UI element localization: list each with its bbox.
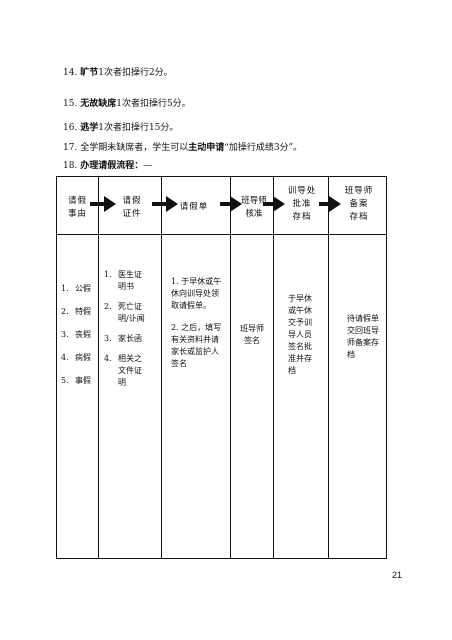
rule-14: 14. 旷节1次者扣操行2分。 bbox=[63, 68, 173, 78]
approve-cell: 班导师签名 bbox=[240, 324, 264, 345]
list-item: 4.病假 bbox=[61, 353, 91, 362]
header-tutor-approve: 班导师核准 bbox=[241, 196, 267, 219]
list-item: 2.死亡证明/讣闻 bbox=[104, 302, 145, 323]
header-discipline-archive: 训导处批准存档 bbox=[287, 186, 317, 222]
rule-16: 16. 逃学1次者扣操行15分。 bbox=[63, 123, 179, 133]
list-item: 1.医生证明书 bbox=[104, 270, 142, 291]
page-number: 21 bbox=[392, 570, 403, 580]
col-divider bbox=[273, 177, 274, 558]
col-divider bbox=[98, 177, 99, 558]
col-divider bbox=[230, 177, 231, 558]
flow-arrow-icon bbox=[152, 196, 178, 212]
list-item: 4.相关之文件证明 bbox=[104, 354, 142, 387]
list-item: 3.家长函 bbox=[104, 334, 142, 343]
header-divider bbox=[57, 234, 386, 235]
flow-arrow-icon bbox=[319, 196, 341, 212]
col-divider bbox=[328, 177, 329, 558]
list-item: 3.丧假 bbox=[61, 330, 91, 339]
record-cell: 待请假单交回班导师备案存档 bbox=[347, 314, 379, 359]
rule-17: 17. 全学期未缺席者，学生可以主动申请“加操行成绩3分”。 bbox=[63, 143, 303, 153]
reasons-cell: 1.公假 2.特假 3.丧假 4.病假 5.事假 bbox=[61, 283, 97, 387]
flow-arrow-icon bbox=[263, 196, 285, 212]
header-leave-document: 请假证件 bbox=[122, 196, 142, 219]
list-item: 1.公假 bbox=[61, 284, 91, 293]
form-step: 2. 之后，填写有关资料并请家长或监护人签名 bbox=[171, 323, 222, 368]
form-step: 1. 于早休或午休向训导处领取请假单。 bbox=[171, 277, 222, 310]
header-leave-form: 请假单 bbox=[179, 202, 209, 212]
documents-cell: 1.医生证明书 2.死亡证明/讣闻 3.家长函 4.相关之文件证明 bbox=[104, 269, 160, 389]
form-steps-cell: 1. 于早休或午休向训导处领取请假单。 2. 之后，填写有关资料并请家长或监护人… bbox=[171, 276, 231, 370]
col-divider bbox=[161, 177, 162, 558]
rule-15: 15. 无故缺席1次者扣操行5分。 bbox=[63, 99, 191, 109]
header-leave-reason: 请假事由 bbox=[67, 196, 87, 219]
list-item: 2.特假 bbox=[61, 307, 91, 316]
leave-process-table: 请假事由 请假证件 请假单 班导师核准 训导处批准存档 班导师备案存档 1.公假… bbox=[56, 176, 387, 559]
list-item: 5.事假 bbox=[61, 376, 91, 385]
header-tutor-record: 班导师备案存档 bbox=[344, 186, 374, 222]
rule-18: 18. 办理请假流程：— bbox=[63, 161, 153, 171]
flow-arrow-icon bbox=[90, 196, 116, 212]
flow-arrow-icon bbox=[220, 196, 242, 212]
archive-cell: 于早休或午休交予训导人员签名批准并存档 bbox=[288, 294, 312, 375]
